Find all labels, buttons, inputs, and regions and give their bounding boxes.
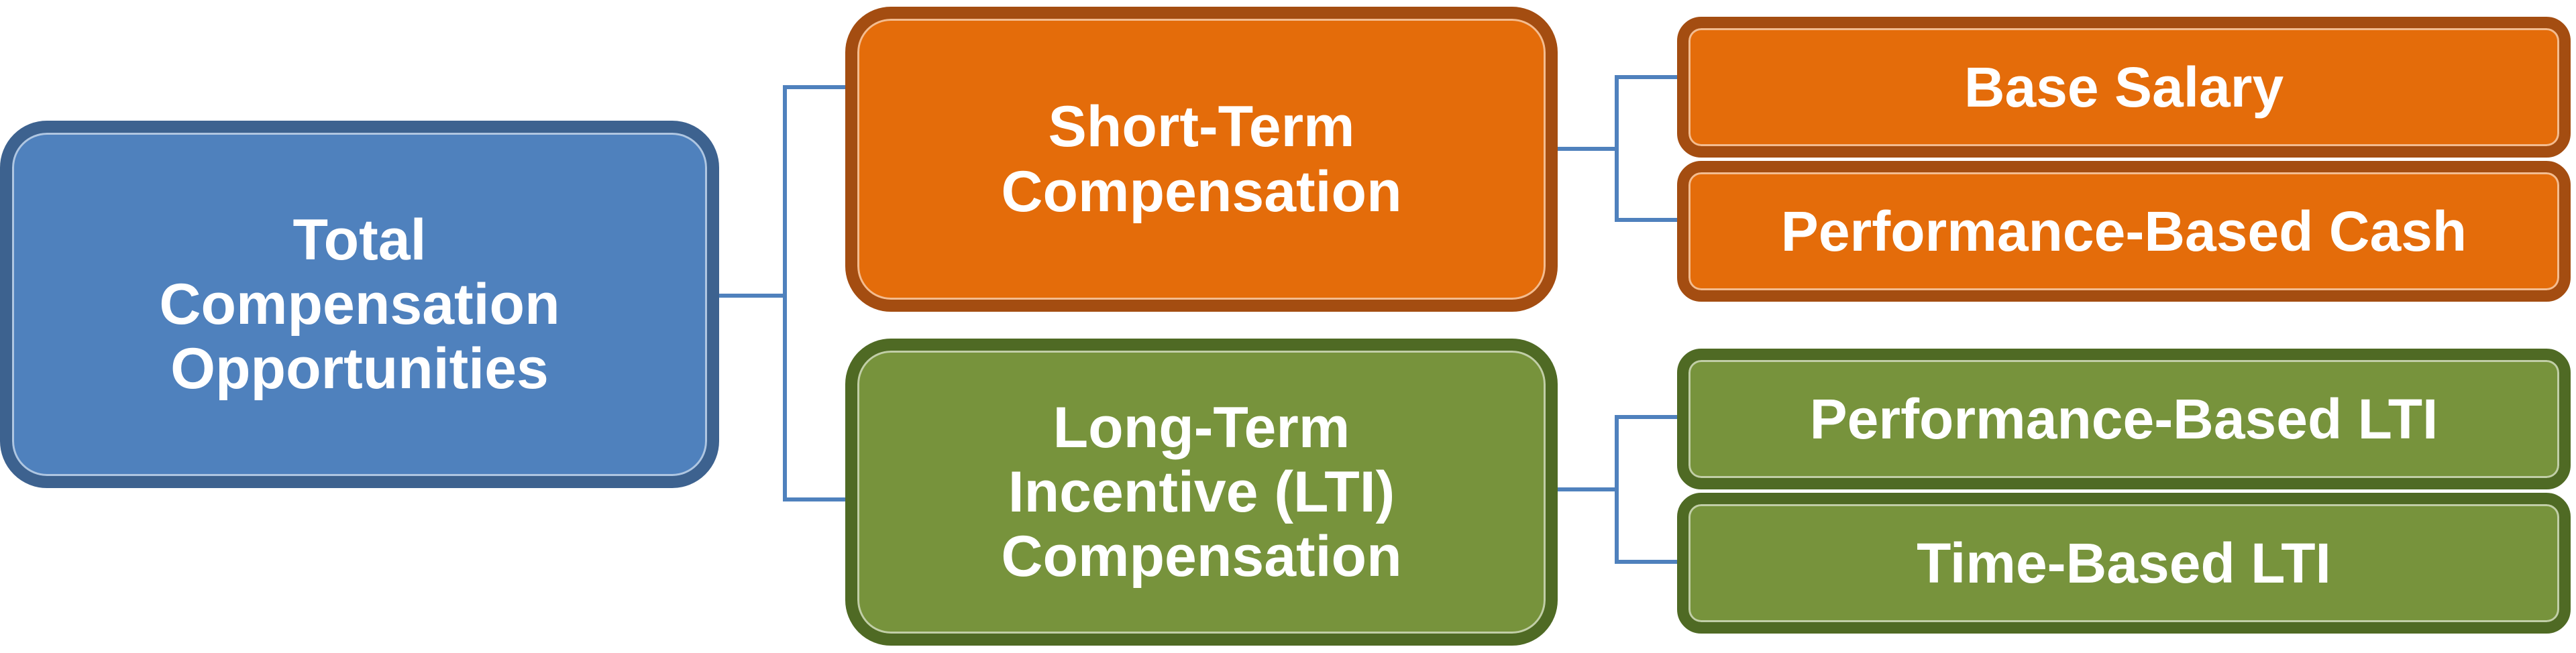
long-term-incentive-label: Long-Term Incentive (LTI) Compensation	[1001, 396, 1401, 589]
total-compensation-label: Total Compensation Opportunities	[159, 208, 559, 402]
long-term-incentive-box: Long-Term Incentive (LTI) Compensation	[845, 339, 1558, 646]
total-compensation-box: Total Compensation Opportunities	[0, 121, 719, 488]
short-term-compensation-label: Short-Term Compensation	[1001, 95, 1401, 224]
long-term-label-line-3: Compensation	[1001, 524, 1402, 589]
time-based-lti-box: Time-Based LTI	[1677, 493, 2571, 634]
short-term-label-line-1: Short-Term	[1048, 95, 1355, 160]
performance-based-lti-box: Performance-Based LTI	[1677, 349, 2571, 489]
short-term-label-line-2: Compensation	[1001, 159, 1402, 224]
root-label-line-1: Total	[292, 207, 427, 272]
performance-based-cash-box: Performance-Based Cash	[1677, 161, 2571, 302]
time-based-lti-label: Time-Based LTI	[1917, 531, 2331, 595]
performance-based-cash-label: Performance-Based Cash	[1780, 199, 2467, 263]
base-salary-label: Base Salary	[1964, 55, 2284, 119]
connector-long-to-leaves	[1558, 415, 1677, 564]
connector-short-to-leaves	[1558, 75, 1677, 222]
long-term-label-line-1: Long-Term	[1053, 395, 1350, 460]
long-term-label-line-2: Incentive (LTI)	[1008, 459, 1395, 524]
connector-root-to-branches	[719, 85, 845, 501]
root-label-line-3: Opportunities	[170, 337, 549, 402]
performance-based-lti-label: Performance-Based LTI	[1809, 387, 2438, 451]
root-label-line-2: Compensation	[159, 272, 560, 337]
short-term-compensation-box: Short-Term Compensation	[845, 7, 1558, 312]
base-salary-box: Base Salary	[1677, 17, 2571, 158]
